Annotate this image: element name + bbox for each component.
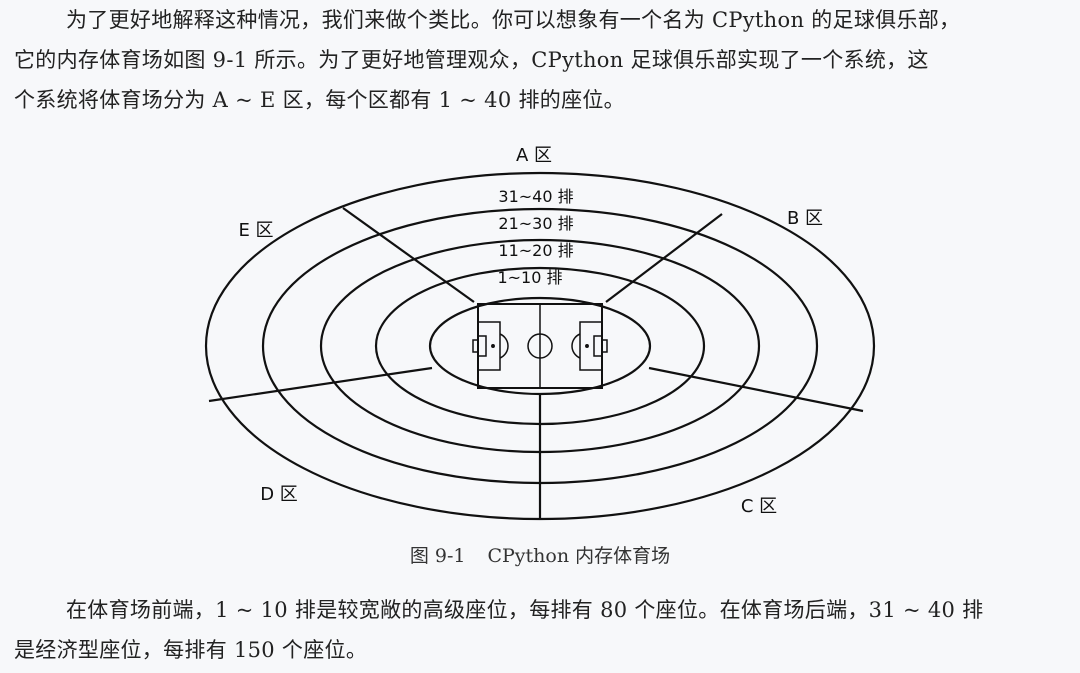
zone-label-b: B 区 [787,208,823,229]
figure-title: CPython 内存体育场 [487,545,671,567]
figure-caption: 图 9-1 CPython 内存体育场 [0,541,1080,568]
outro-line-2: 是经济型座位，每排有 150 个座位。 [14,638,368,662]
outro-line-1: 在体育场前端，1 ~ 10 排是较宽敞的高级座位，每排有 80 个座位。在体育场… [66,598,984,622]
zone-label-a: A 区 [516,145,552,166]
intro-line-1: 为了更好地解释这种情况，我们来做个类比。你可以想象有一个名为 CPython 的… [66,8,961,32]
intro-line-2: 它的内存体育场如图 9-1 所示。为了更好地管理观众，CPython 足球俱乐部… [14,48,929,72]
row-label-21-30: 21~30 排 [498,214,573,233]
row-label-1-10: 1~10 排 [497,268,562,287]
figure-number: 图 9-1 [409,545,466,567]
row-label-11-20: 11~20 排 [498,241,573,260]
divider-a-b [605,213,723,303]
divider-b-c [648,366,864,413]
intro-paragraph: 为了更好地解释这种情况，我们来做个类比。你可以想象有一个名为 CPython 的… [14,0,1072,120]
zone-label-e: E 区 [238,220,273,241]
outro-paragraph: 在体育场前端，1 ~ 10 排是较宽敞的高级座位，每排有 80 个座位。在体育场… [14,590,1072,670]
zone-label-c: C 区 [741,496,777,517]
row-label-31-40: 31~40 排 [498,187,573,206]
football-pitch [472,303,608,389]
stadium-diagram: 31~40 排 21~30 排 11~20 排 1~10 排 A 区 B 区 C… [204,145,876,521]
zone-label-d: D 区 [260,484,298,505]
divider-d-e [208,366,433,403]
intro-line-3: 个系统将体育场分为 A ~ E 区，每个区都有 1 ~ 40 排的座位。 [14,88,625,112]
divider-a-e [342,207,475,303]
